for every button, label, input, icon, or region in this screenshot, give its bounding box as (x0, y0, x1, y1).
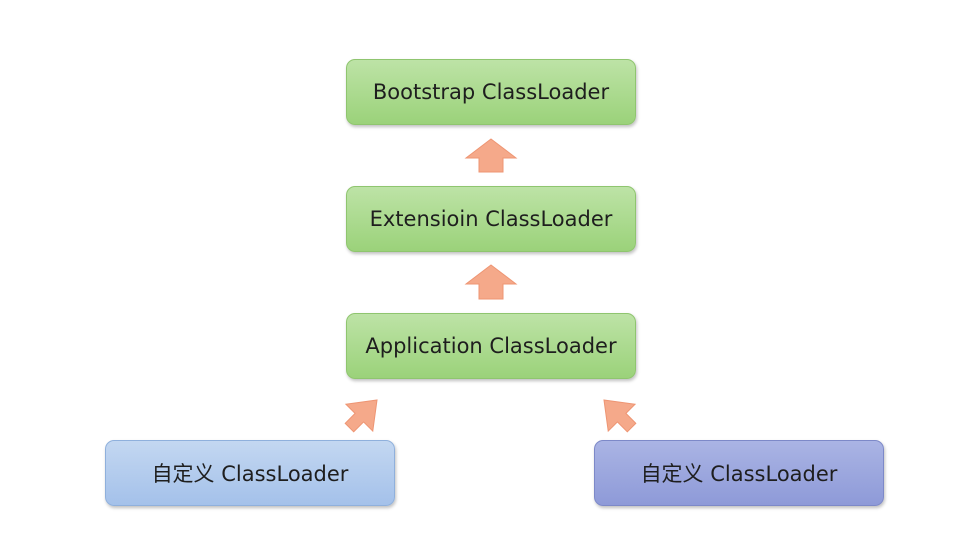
up-arrow-extension-to-bootstrap (464, 138, 518, 173)
custom-classloader-label-right: 自定义 ClassLoader (640, 462, 838, 486)
application-classloader-node: Application ClassLoader (346, 313, 636, 379)
up-arrow-application-to-extension (464, 264, 518, 300)
extension-classloader-label: Extensioin ClassLoader (369, 207, 613, 231)
custom-classloader-node-right: 自定义 ClassLoader (594, 440, 884, 506)
diagonal-arrow-custom-right-to-application (603, 399, 637, 433)
extension-classloader-node: Extensioin ClassLoader (346, 186, 636, 252)
custom-classloader-label-left: 自定义 ClassLoader (151, 462, 349, 486)
bootstrap-classloader-node: Bootstrap ClassLoader (346, 59, 636, 125)
custom-classloader-node-left: 自定义 ClassLoader (105, 440, 395, 506)
diagonal-arrow-custom-left-to-application (344, 399, 378, 433)
application-classloader-label: Application ClassLoader (365, 334, 617, 358)
bootstrap-classloader-label: Bootstrap ClassLoader (372, 80, 610, 104)
